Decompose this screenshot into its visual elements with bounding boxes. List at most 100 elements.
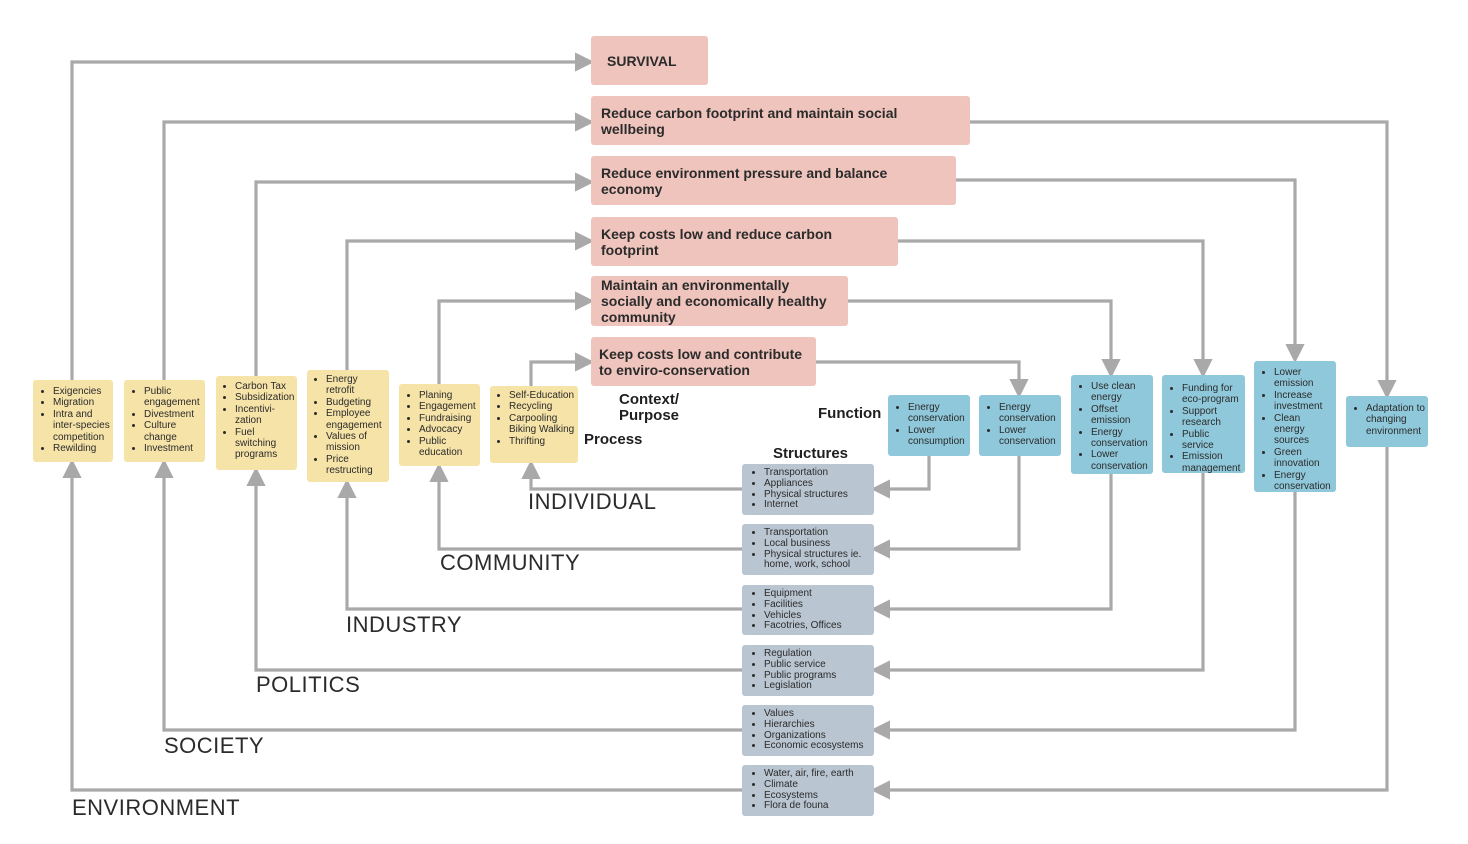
bullet-item: Facotries, Offices [764, 621, 871, 632]
bullet-item: Energy conservation [1091, 427, 1150, 450]
function-box-society: Lower emissionIncrease investmentClean e… [1254, 361, 1336, 492]
purpose-box-politics: Reduce environment pressure and balance … [591, 156, 956, 205]
structure-box-community: TransportationLocal businessPhysical str… [742, 524, 874, 575]
context-purpose-header: Context/ Purpose [618, 391, 679, 424]
function-header: Function [818, 405, 882, 422]
bullet-list: Funding for eco-programSupport researchP… [1168, 383, 1242, 474]
level-label-community: COMMUNITY [440, 550, 581, 575]
bullet-item: Carpooling Biking Walking [509, 413, 576, 436]
bullet-item: Climate [764, 779, 871, 791]
process-box-environment: ExigenciesMigrationIntra and inter-speci… [33, 380, 113, 462]
process-box-community: PlaningEngagementFundraisingAdvocacyPubl… [399, 384, 480, 466]
function-box-community: Energy conservationLower conservation [979, 395, 1061, 456]
bullet-list: Carbon TaxSubsidizationIncentivi-zationF… [221, 381, 294, 461]
function-box-individual: Energy conservationLower consumption [888, 395, 970, 456]
function-box-politics: Funding for eco-programSupport researchP… [1162, 375, 1245, 474]
bullet-list: Use clean energyOffset emissionEnergy co… [1077, 381, 1150, 472]
bullet-item: Intra and inter-species competition [53, 409, 110, 443]
bullet-item: Increase investment [1274, 390, 1333, 413]
bullet-item: Investment [144, 443, 202, 454]
link-purpose-clean-energy [848, 299, 1121, 379]
link-function-politics-structure [870, 473, 1205, 680]
bullet-list: Energy conservationLower consumption [894, 402, 967, 448]
link-community-purpose [437, 291, 595, 384]
structures-header: Structures [773, 445, 849, 462]
link-politics-purpose [254, 172, 595, 376]
level-label-society: SOCIETY [164, 733, 265, 758]
bullet-item: Lower conservation [1091, 449, 1150, 472]
bullet-item: Physical structures [764, 489, 871, 501]
bullet-list: RegulationPublic servicePublic programsL… [750, 648, 871, 692]
bullet-item: Values [764, 708, 871, 720]
bullet-item: Public service [1182, 429, 1242, 452]
bullet-item: Legislation [764, 681, 871, 692]
bullet-item: Regulation [764, 648, 871, 660]
bullet-item: Offset emission [1091, 404, 1150, 427]
bullet-item: Adaptation to changing environment [1366, 403, 1425, 437]
bullet-item: Values of mission [326, 431, 386, 454]
structure-box-politics: RegulationPublic servicePublic programsL… [742, 645, 874, 696]
link-function-society-structure [870, 492, 1297, 740]
link-structure-individual-process [521, 459, 742, 491]
bullet-item: Appliances [764, 478, 871, 490]
bullet-item: Migration [53, 397, 110, 408]
link-function-industry-structure [870, 474, 1113, 619]
link-function-community-structure [870, 456, 1021, 559]
bullet-item: Flora de founa [764, 801, 871, 812]
link-function-environment-structure [870, 447, 1389, 800]
process-box-politics: Carbon TaxSubsidizationIncentivi-zationF… [216, 376, 297, 470]
purpose-label: Maintain an environmentally socially and… [601, 277, 827, 325]
bullet-item: Public service [764, 659, 871, 671]
bullet-item: Thrifting [509, 436, 576, 447]
bullet-item: Divestment [144, 409, 202, 420]
link-purpose-lower-emission [956, 178, 1305, 364]
process-box-industry: Energy retrofitBudgetingEmployee engagem… [307, 370, 389, 482]
bullet-list: Self-EducationRecyclingCarpooling Biking… [495, 390, 576, 447]
bullet-item: Self-Education [509, 390, 576, 401]
purpose-label: Keep costs low and reduce carbon footpri… [601, 225, 833, 258]
bullet-item: Exigencies [53, 386, 110, 397]
level-label-environment: ENVIRONMENT [72, 795, 241, 820]
bullet-item: Price restructing [326, 454, 386, 477]
bullet-item: Lower emission [1274, 367, 1333, 390]
bullet-item: Equipment [764, 588, 871, 600]
bullet-item: Fundraising [419, 413, 477, 424]
level-label-industry: INDUSTRY [346, 612, 463, 637]
bullet-item: Physical structures ie. home, work, scho… [764, 549, 871, 572]
function-box-industry: Use clean energyOffset emissionEnergy co… [1071, 375, 1153, 474]
link-structure-environment-process [62, 458, 742, 792]
purpose-box-community: Maintain an environmentally socially and… [591, 276, 848, 326]
bullet-list: TransportationAppliancesPhysical structu… [750, 467, 871, 511]
bullet-item: Energy retrofit [326, 374, 386, 397]
link-industry-purpose [345, 231, 595, 370]
bullet-item: Hierarchies [764, 719, 871, 731]
bullet-list: Water, air, fire, earthClimateEcosystems… [750, 768, 871, 812]
bullet-item: Budgeting [326, 397, 386, 408]
structure-box-individual: TransportationAppliancesPhysical structu… [742, 464, 874, 515]
bullet-item: Carbon Tax [235, 381, 294, 392]
structure-box-society: ValuesHierarchiesOrganizationsEconomic e… [742, 705, 874, 756]
bullet-item: Fuel switching programs [235, 427, 294, 461]
link-purpose-adaptation [970, 120, 1397, 400]
bullet-item: Organizations [764, 730, 871, 742]
bullet-list: Energy conservationLower conservation [985, 402, 1058, 448]
bullet-item: Incentivi-zation [235, 404, 294, 427]
link-structure-community-process [429, 462, 742, 551]
link-function-individual-structure [870, 456, 931, 499]
purpose-box-industry: Keep costs low and reduce carbon footpri… [591, 217, 898, 266]
bullet-list: TransportationLocal businessPhysical str… [750, 527, 871, 572]
bullet-item: Facilities [764, 599, 871, 611]
process-header: Process [584, 431, 643, 448]
bullet-list: EquipmentFacilitiesVehiclesFacotries, Of… [750, 588, 871, 632]
bullet-item: Energy conservation [908, 402, 967, 425]
link-structure-society-process [154, 458, 742, 732]
link-structure-politics-process [246, 466, 742, 672]
bullet-item: Vehicles [764, 610, 871, 622]
bullet-item: Water, air, fire, earth [764, 768, 871, 780]
bullet-list: Lower emissionIncrease investmentClean e… [1260, 367, 1333, 492]
level-label-politics: POLITICS [256, 672, 361, 697]
bullet-list: Energy retrofitBudgetingEmployee engagem… [312, 374, 386, 477]
bullet-list: Public engagementDivestmentCulture chang… [130, 386, 202, 454]
bullet-item: Subsidization [235, 392, 294, 403]
bullet-item: Planing [419, 390, 477, 401]
